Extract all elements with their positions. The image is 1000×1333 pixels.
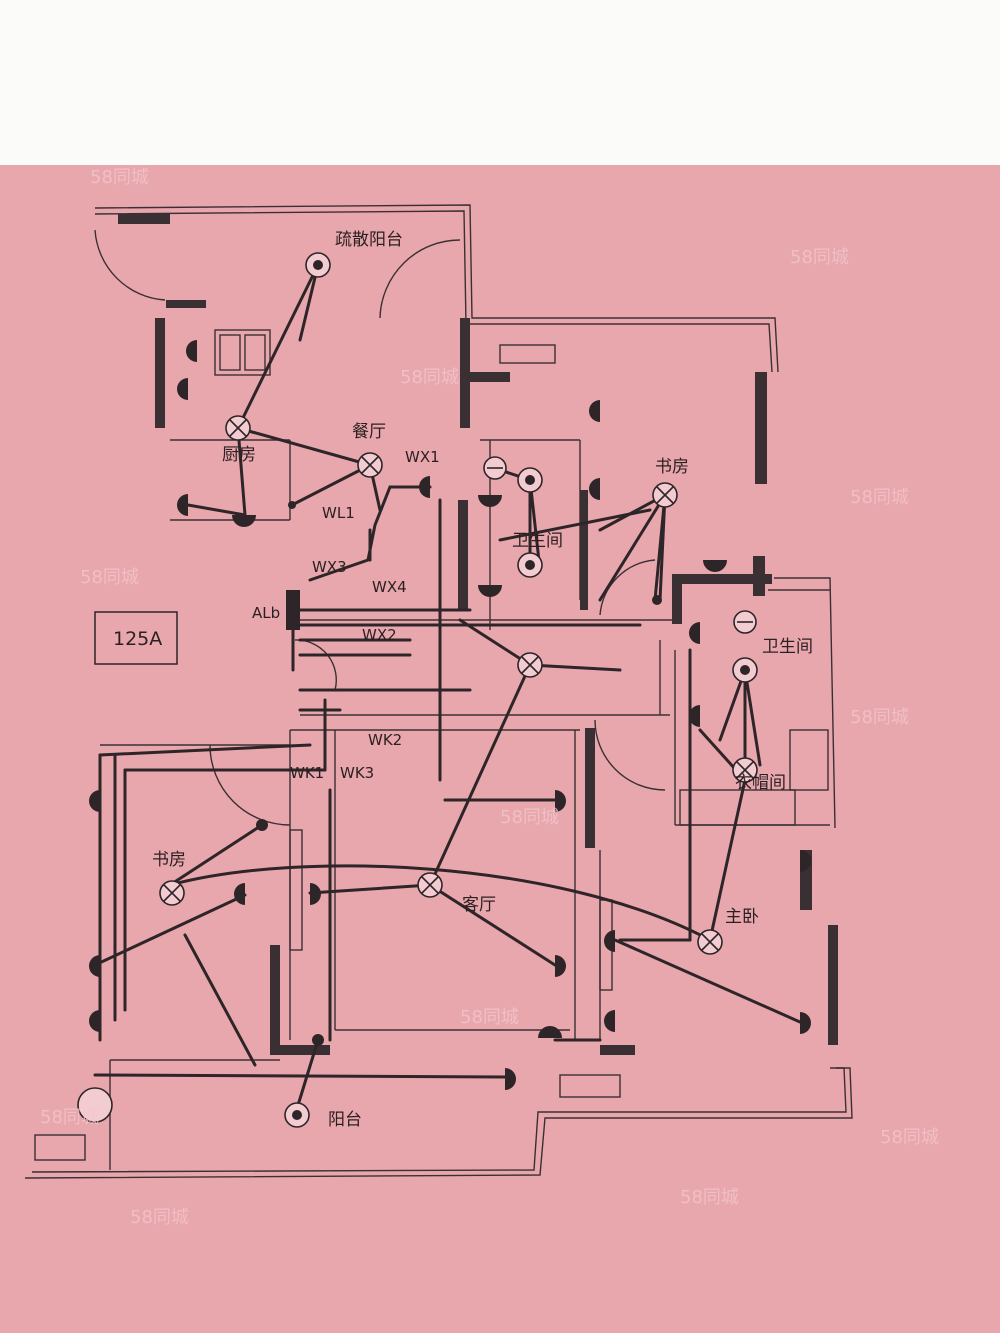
lamp-exhaust-east xyxy=(733,610,757,634)
room-label-master-bedroom: 主卧 xyxy=(725,907,759,927)
room-label-study-west: 书房 xyxy=(152,850,186,870)
room-label-living: 客厅 xyxy=(462,895,496,915)
lamp-balcony xyxy=(284,1102,310,1128)
circuit-label-wk2: WK2 xyxy=(368,731,402,749)
distribution-panel xyxy=(286,590,300,630)
lamp-master xyxy=(697,929,723,955)
wiring xyxy=(93,263,802,1117)
lamps xyxy=(77,252,758,1128)
room-label-balcony: 阳台 xyxy=(328,1110,362,1130)
svg-text:58同城: 58同城 xyxy=(850,487,909,508)
room-label-study-north: 书房 xyxy=(655,457,689,477)
fixtures xyxy=(34,329,829,1161)
lamp-exhaust-north xyxy=(483,456,507,480)
circuit-label-wl1: WL1 xyxy=(322,504,355,522)
circuit-label-wk1: WK1 xyxy=(290,764,324,782)
circuit-label-wx1: WX1 xyxy=(405,448,440,466)
svg-text:58同城: 58同城 xyxy=(40,1107,99,1128)
svg-text:58同城: 58同城 xyxy=(80,567,139,588)
lamp-study-north xyxy=(652,482,678,508)
lamp-cloakroom xyxy=(732,757,758,783)
panel-label: ALb xyxy=(252,604,280,622)
sockets xyxy=(89,340,811,1090)
circuit-label-wx4: WX4 xyxy=(372,578,407,596)
circuit-label-wx3: WX3 xyxy=(312,558,347,576)
breaker-label: 125A xyxy=(113,628,162,650)
lamp-study-west xyxy=(159,880,185,906)
lamp-evac-balcony xyxy=(305,252,331,278)
breaker-box xyxy=(94,611,178,665)
room-label-kitchen: 厨房 xyxy=(222,445,256,465)
wall-segments xyxy=(118,214,838,1055)
circuit-label-wk3: WK3 xyxy=(340,764,374,782)
svg-text:58同城: 58同城 xyxy=(130,1207,189,1228)
interior-partitions xyxy=(100,439,830,1170)
room-label-evacuation-balcony: 疏散阳台 xyxy=(335,230,403,250)
svg-text:58同城: 58同城 xyxy=(790,247,849,268)
svg-text:58同城: 58同城 xyxy=(500,807,559,828)
svg-text:58同城: 58同城 xyxy=(90,167,149,188)
svg-text:58同城: 58同城 xyxy=(680,1187,739,1208)
lamp-dining xyxy=(357,452,383,478)
lamp-bath-north-2 xyxy=(517,552,543,578)
circuit-label-wx2: WX2 xyxy=(362,626,397,644)
lamp-bath-north xyxy=(517,467,543,493)
svg-text:58同城: 58同城 xyxy=(460,1007,519,1028)
room-label-dining: 餐厅 xyxy=(352,422,386,442)
watermarks: 58同城 58同城 58同城 58同城 58同城 58同城 58同城 58同城 … xyxy=(40,167,939,1228)
room-label-cloakroom: 衣帽间 xyxy=(735,773,786,793)
lamp-hall xyxy=(517,652,543,678)
svg-text:58同城: 58同城 xyxy=(400,367,459,388)
lamp-bath-east xyxy=(732,657,758,683)
room-label-bathroom-east: 卫生间 xyxy=(762,637,813,657)
lamp-kitchen xyxy=(225,415,251,441)
svg-text:58同城: 58同城 xyxy=(850,707,909,728)
room-label-bathroom-north: 卫生间 xyxy=(512,531,563,551)
lamp-living xyxy=(417,872,443,898)
lamp-entry xyxy=(77,1087,113,1123)
svg-text:58同城: 58同城 xyxy=(880,1127,939,1148)
